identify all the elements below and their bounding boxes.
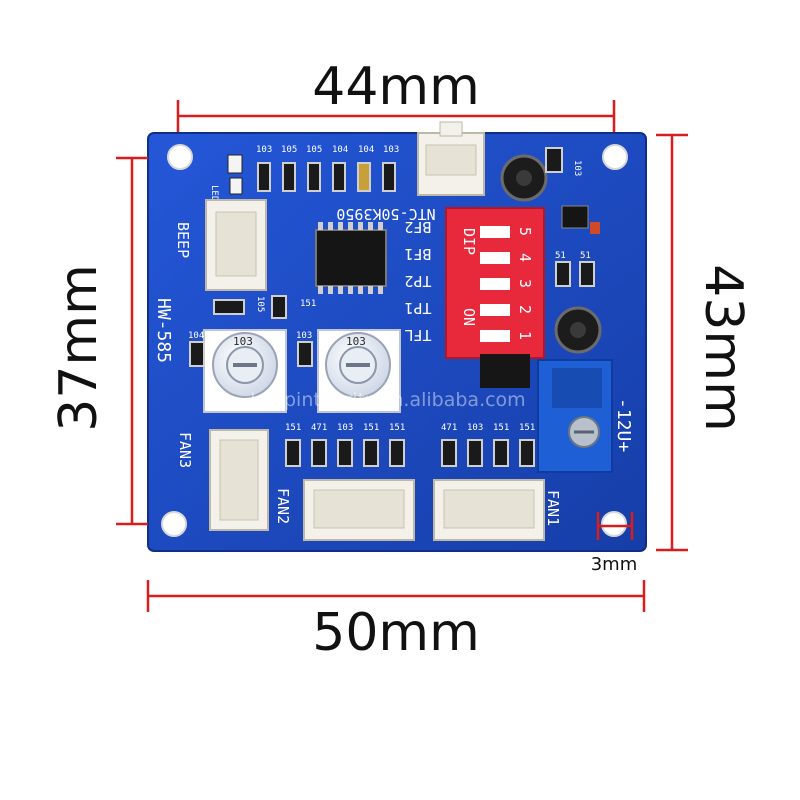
svg-text:5: 5 — [516, 227, 534, 236]
resistor-code: 103 — [383, 145, 399, 155]
svg-text:BF1: BF1 — [404, 245, 431, 263]
fan1-connector — [433, 479, 545, 541]
pot-code: 103 — [346, 335, 366, 348]
dim-bottom-label: 50mm — [312, 603, 479, 663]
led-label: LED — [209, 185, 219, 201]
dip-switch: DIP ON 5 4 3 2 1 — [445, 207, 545, 359]
ntc-label: NTC-50K3950 — [336, 205, 435, 223]
resistor-code: 105 — [255, 296, 265, 312]
svg-text:BF2: BF2 — [404, 218, 431, 236]
resistor-code: 104 — [358, 145, 374, 155]
svg-text:103: 103 — [337, 423, 353, 433]
ntc-connector — [417, 121, 485, 196]
resistor-code: 151 — [300, 299, 316, 309]
fan2-connector — [303, 479, 415, 541]
dim-top-label: 44mm — [312, 57, 479, 117]
capacitor-top: 103 — [500, 147, 582, 202]
dim-left-label: 37mm — [49, 264, 109, 431]
pot-code: 103 — [233, 335, 253, 348]
resistor-code: 105 — [281, 145, 297, 155]
svg-text:151: 151 — [363, 423, 379, 433]
svg-text:151: 151 — [389, 423, 405, 433]
fan3-connector — [209, 429, 269, 531]
resistor-code: 103 — [296, 331, 312, 341]
dimension-lines — [116, 100, 688, 612]
fan3-label: FAN3 — [176, 432, 194, 468]
resistor-code: 103 — [256, 145, 272, 155]
power-terminal — [537, 359, 613, 473]
svg-text:4: 4 — [516, 253, 534, 262]
svg-text:471: 471 — [311, 423, 327, 433]
beep-label: BEEP — [174, 222, 192, 258]
dim-hole-label: 3mm — [591, 554, 638, 575]
resistor-code: 51 — [555, 251, 566, 261]
fan2-label: FAN2 — [274, 488, 292, 524]
watermark: keepintegrity.en.alibaba.com — [250, 389, 525, 411]
mid-resistors: 151 471 103 151 151 — [285, 423, 405, 467]
switch-base — [480, 354, 530, 388]
right-resistors: 471 103 151 151 — [441, 423, 535, 467]
misc-parts: 104 105 151 103 — [188, 295, 316, 367]
svg-text:151: 151 — [519, 423, 535, 433]
ic-chip — [315, 222, 387, 294]
svg-text:103: 103 — [467, 423, 483, 433]
model-label: HW-585 — [153, 298, 174, 363]
resistor-code: 104 — [188, 331, 204, 341]
svg-text:TP1: TP1 — [404, 299, 431, 317]
led: LED — [209, 154, 243, 201]
potentiometer-left: 103 — [203, 329, 287, 413]
svg-text:TFL: TFL — [404, 326, 431, 344]
top-resistors: 103 105 105 104 104 103 — [256, 145, 399, 192]
on-label: ON — [460, 308, 478, 326]
svg-text:TP2: TP2 — [404, 272, 431, 290]
mounting-holes — [161, 144, 628, 537]
svg-text:2: 2 — [516, 305, 534, 314]
resistor-code: 104 — [332, 145, 348, 155]
beep-connector — [205, 199, 267, 291]
svg-text:151: 151 — [493, 423, 509, 433]
svg-text:1: 1 — [516, 331, 534, 340]
resistor-code: 51 — [580, 251, 591, 261]
dim-right-label: 43mm — [693, 264, 753, 431]
transistor — [561, 205, 600, 234]
svg-text:3: 3 — [516, 279, 534, 288]
fan1-label: FAN1 — [544, 490, 562, 526]
resistor-code: 105 — [306, 145, 322, 155]
capacitor-right: 51 51 — [554, 251, 602, 354]
svg-text:151: 151 — [285, 423, 301, 433]
power-label: -12U+ — [613, 398, 634, 452]
svg-text:471: 471 — [441, 423, 457, 433]
potentiometer-right: 103 — [317, 329, 401, 413]
dip-labels: BF2 BF1 TP2 TP1 TFL — [404, 218, 431, 344]
dip-label: DIP — [460, 228, 478, 255]
resistor-code: 103 — [572, 160, 582, 176]
